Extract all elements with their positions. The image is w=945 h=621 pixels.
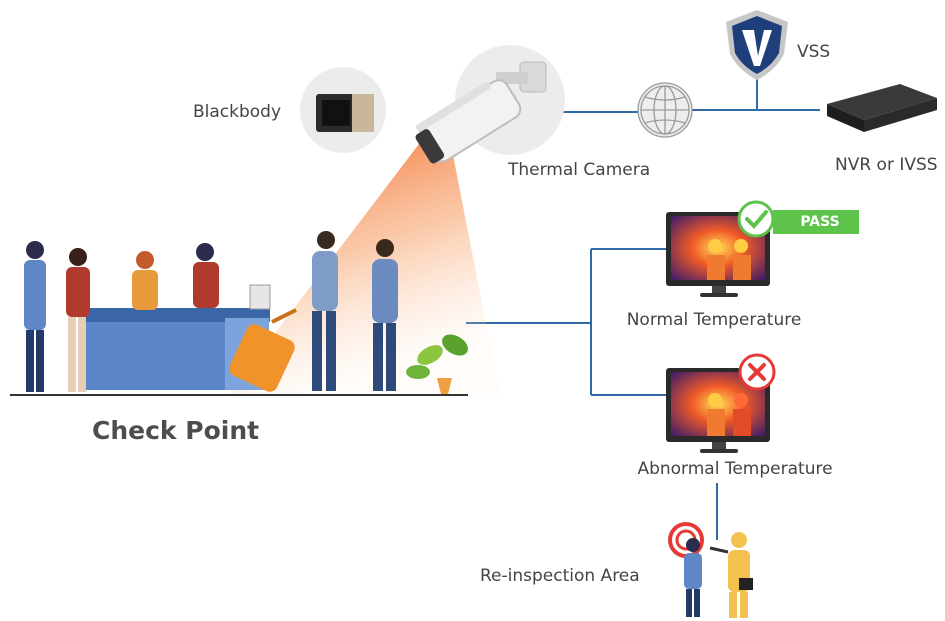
thermal-beam bbox=[228, 140, 500, 395]
reinspection-figures bbox=[668, 522, 753, 618]
connection-lines bbox=[466, 76, 820, 540]
blackbody-label: Blackbody bbox=[193, 102, 282, 122]
vss-label: VSS bbox=[797, 42, 831, 62]
globe-icon bbox=[637, 82, 693, 138]
thermal-camera-label: Thermal Camera bbox=[508, 160, 651, 180]
thermal-camera-icon bbox=[415, 45, 565, 164]
blackbody-icon bbox=[300, 67, 386, 153]
reinspection-area-label: Re-inspection Area bbox=[480, 566, 640, 586]
luggage-icon bbox=[229, 308, 297, 392]
nvr-label: NVR or IVSS bbox=[835, 155, 938, 175]
monitor-icon bbox=[666, 368, 770, 453]
pass-badge: PASS bbox=[773, 210, 859, 234]
vss-shield-icon bbox=[726, 10, 788, 80]
check-icon bbox=[737, 200, 775, 238]
normal-temperature-label: Normal Temperature bbox=[626, 310, 802, 330]
check-point-scene bbox=[10, 231, 468, 396]
cross-icon bbox=[738, 353, 776, 391]
plant-icon bbox=[406, 334, 468, 394]
people-icon bbox=[24, 231, 398, 392]
abnormal-temperature-label: Abnormal Temperature bbox=[637, 459, 833, 479]
check-point-label: Check Point bbox=[92, 416, 260, 445]
nvr-icon bbox=[827, 84, 937, 132]
